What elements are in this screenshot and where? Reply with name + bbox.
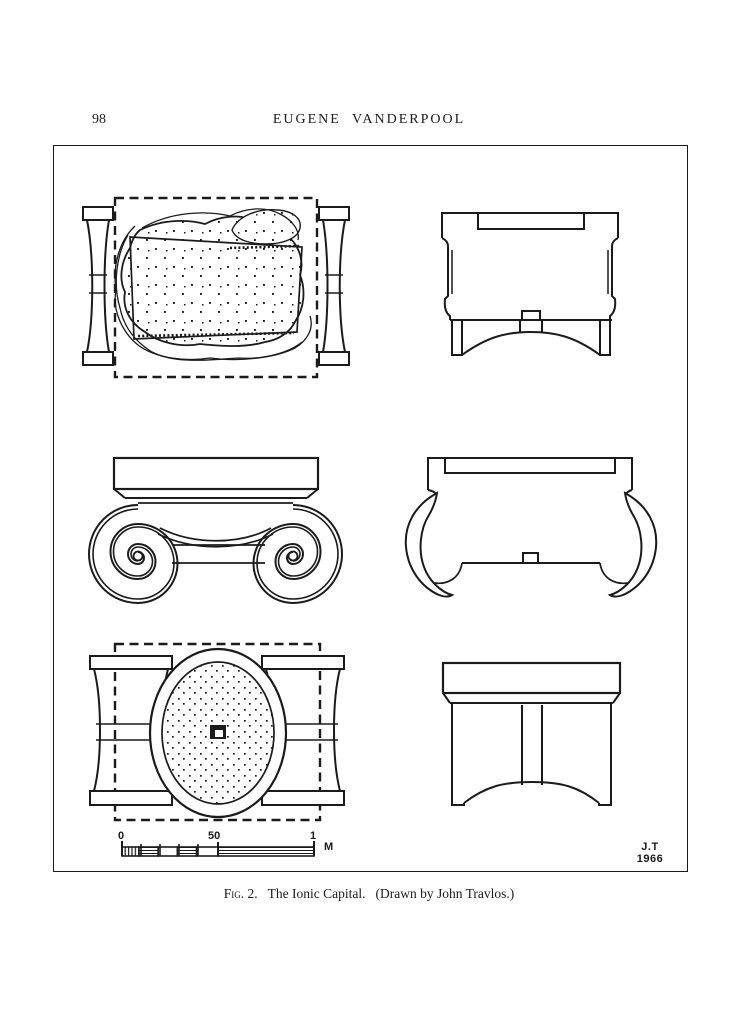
figure-caption: Fig. 2. The Ionic Capital. (Drawn by John … — [0, 886, 738, 902]
page-number: 98 — [92, 112, 106, 127]
capital-section-top-drawing — [441, 212, 619, 356]
capital-side-section-drawing — [404, 457, 658, 598]
figure-credit: (Drawn by John Travlos.) — [375, 886, 515, 901]
scale-label-one: 1 — [310, 830, 317, 842]
capital-front-elevation-drawing — [88, 456, 343, 605]
plan-bottom-view-drawing — [89, 642, 345, 822]
artist-initials: J.T — [641, 841, 659, 853]
scale-label-zero: 0 — [118, 830, 125, 842]
scale-label-fifty: 50 — [208, 830, 221, 842]
capital-rear-elevation-drawing — [441, 661, 622, 806]
figure-title: The Ionic Capital. — [267, 886, 366, 901]
plan-top-view-fragment-drawing — [82, 196, 350, 379]
artist-signature: J.T 1966 — [626, 841, 674, 865]
scale-bar-graphic — [121, 841, 315, 857]
scale-bar: 0 50 1 M — [110, 828, 360, 872]
running-head: EUGENE VANDERPOOL — [272, 112, 466, 127]
drawing-year: 1966 — [636, 853, 664, 865]
scale-unit: M — [324, 841, 334, 853]
figure-label: Fig. 2. — [223, 886, 258, 901]
